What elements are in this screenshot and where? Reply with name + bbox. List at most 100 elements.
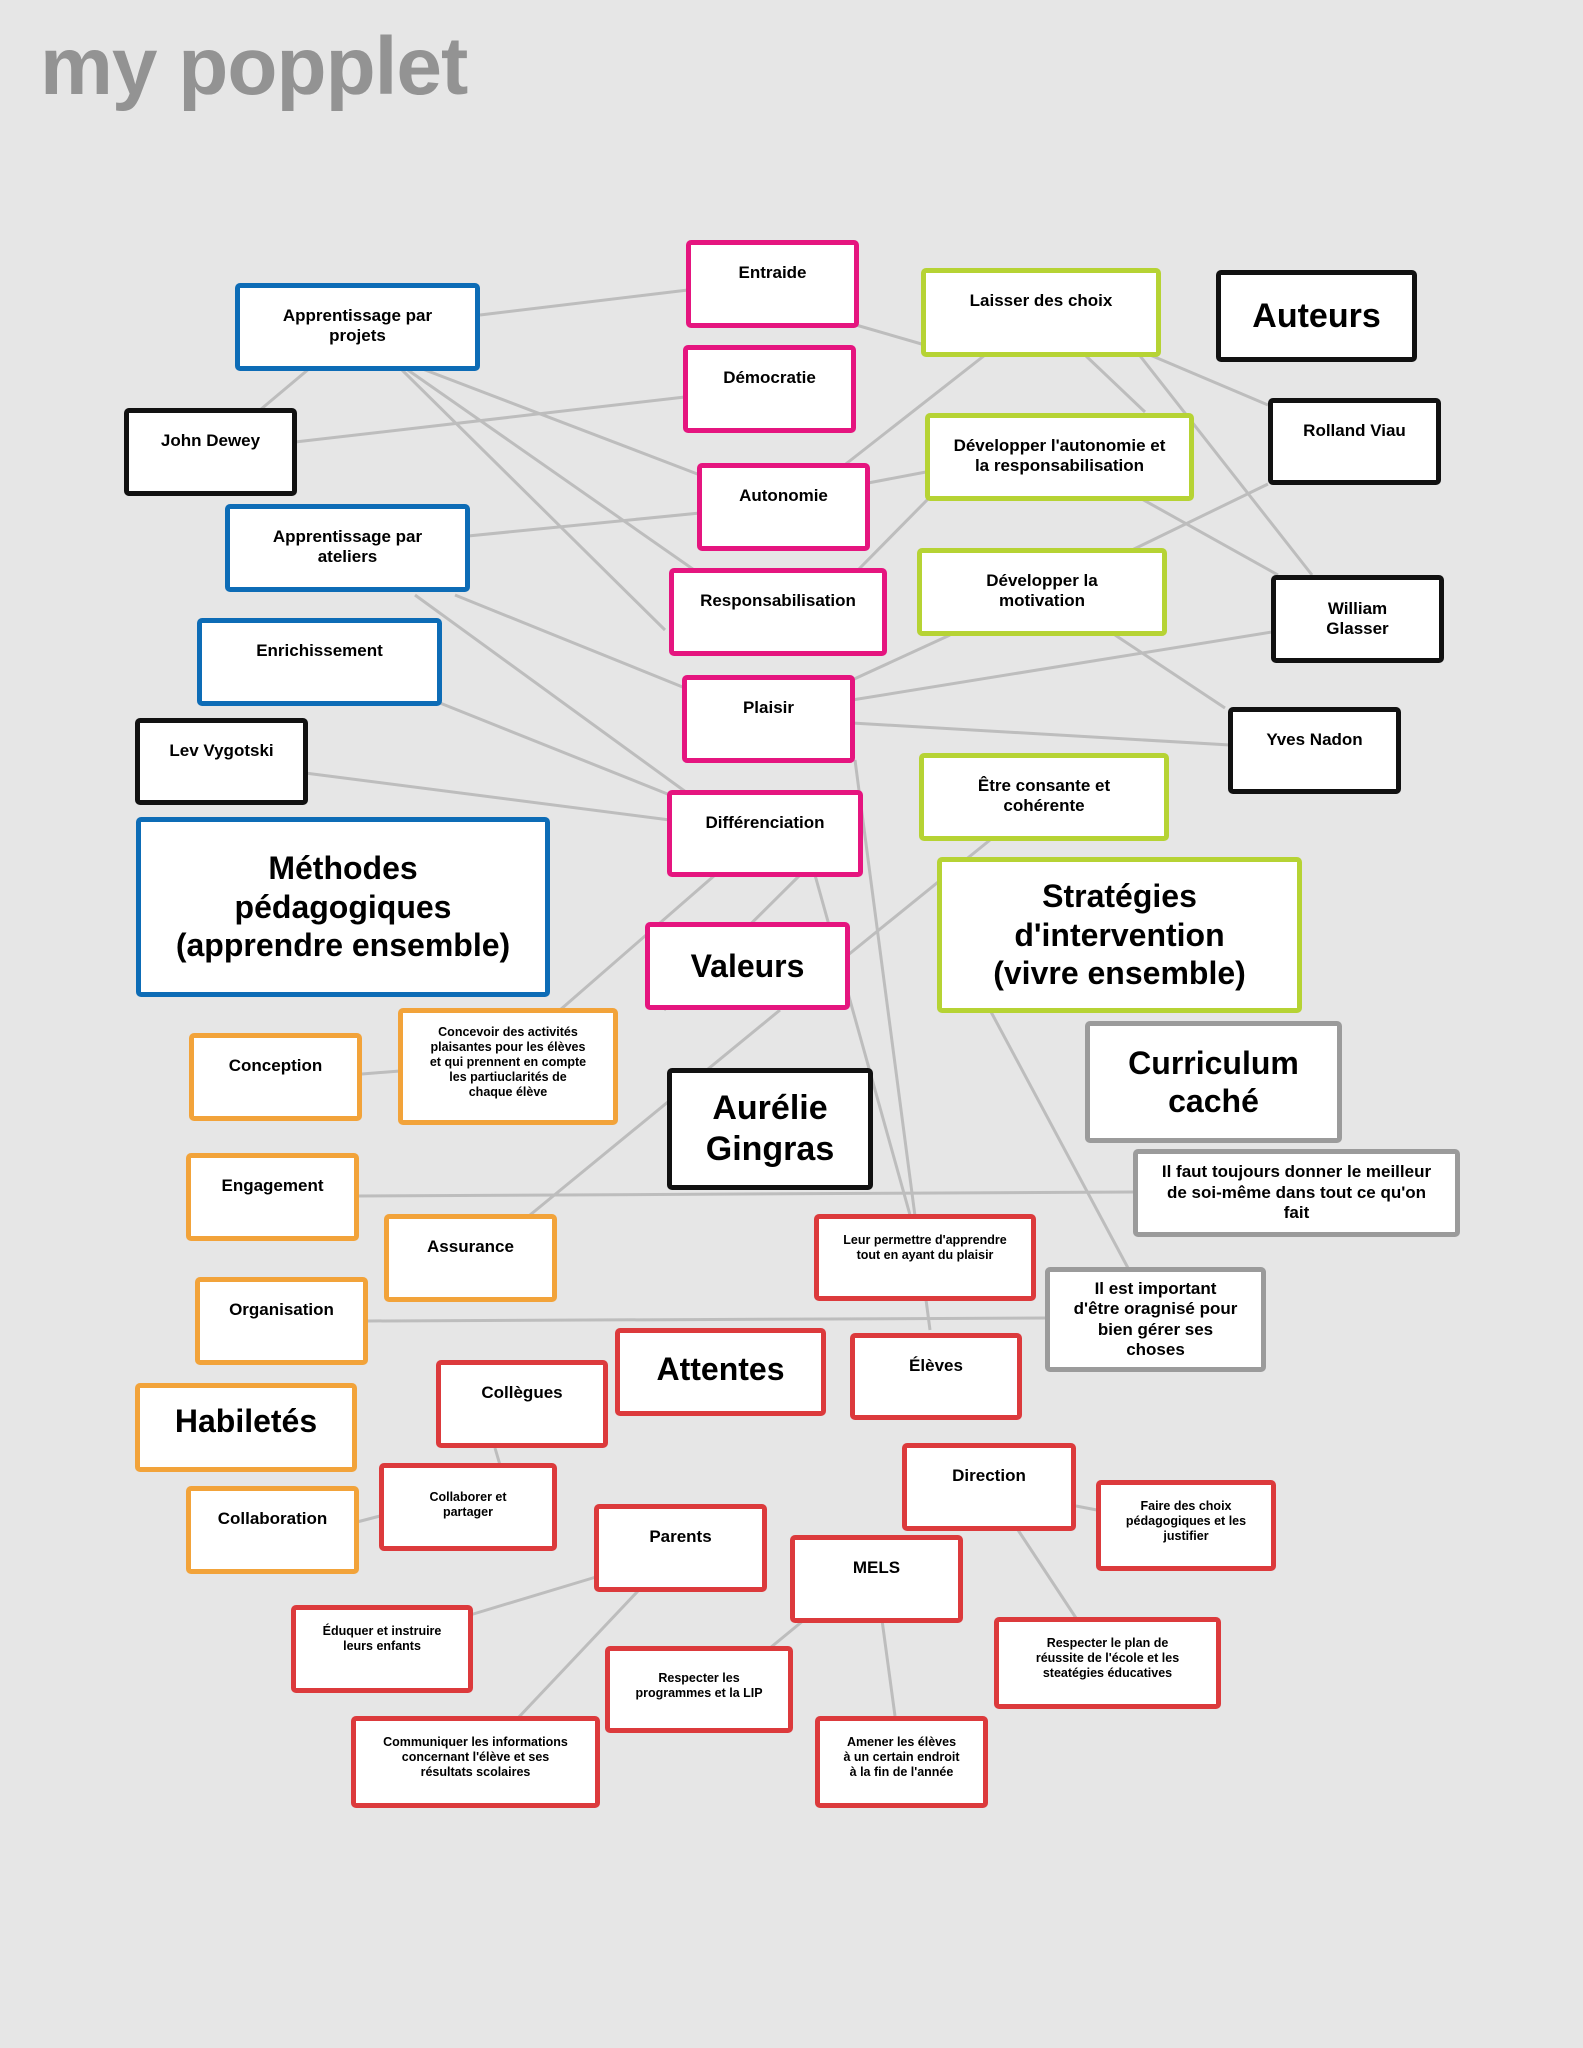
- popplet-john-dewey[interactable]: John Dewey: [124, 408, 297, 496]
- popplet-communiquer[interactable]: Communiquer les informations concernant …: [351, 1716, 600, 1808]
- popplet-label: Habiletés: [174, 1403, 318, 1439]
- connector: [259, 366, 311, 412]
- popplet-label: Parents: [649, 1527, 712, 1546]
- connector: [479, 288, 689, 317]
- popplet-important-organise[interactable]: Il est important d'être oragnisé pour bi…: [1045, 1267, 1266, 1372]
- popplet-label: Autonomie: [739, 486, 828, 505]
- popplet-label: Il est important d'être oragnisé pour bi…: [1073, 1278, 1238, 1359]
- connector: [1075, 1504, 1098, 1512]
- popplet-label: Aurélie Gingras: [705, 1089, 835, 1168]
- popplet-william-glasser[interactable]: William Glasser: [1271, 575, 1444, 663]
- connector: [398, 366, 667, 632]
- popplet-dev-motivation[interactable]: Développer la motivation: [917, 548, 1167, 636]
- popplet-enrichissement[interactable]: Enrichissement: [197, 618, 442, 706]
- popplet-engagement[interactable]: Engagement: [186, 1153, 359, 1241]
- popplet-eduquer[interactable]: Éduquer et instruire leurs enfants: [291, 1605, 473, 1693]
- connector: [516, 1589, 640, 1720]
- connector: [851, 630, 1273, 702]
- popplet-dev-autonomie[interactable]: Développer l'autonomie et la responsabil…: [925, 413, 1194, 501]
- popplet-lev-vygotski[interactable]: Lev Vygotski: [135, 718, 308, 805]
- popplet-amener-eleves[interactable]: Amener les élèves à un certain endroit à…: [815, 1716, 988, 1808]
- connector: [1016, 1529, 1078, 1619]
- popplet-label: Lev Vygotski: [169, 741, 274, 760]
- connector: [366, 1316, 1047, 1323]
- popplet-apprentissage-projets[interactable]: Apprentissage par projets: [235, 283, 480, 371]
- popplet-label: Leur permettre d'apprendre tout en ayant…: [843, 1233, 1007, 1262]
- popplet-toujours-donner[interactable]: Il faut toujours donner le meilleur de s…: [1133, 1149, 1460, 1237]
- popplet-collaboration[interactable]: Collaboration: [186, 1486, 359, 1574]
- popplet-direction[interactable]: Direction: [902, 1443, 1076, 1531]
- popplet-leur-permettre[interactable]: Leur permettre d'apprendre tout en ayant…: [814, 1214, 1036, 1301]
- popplet-mels[interactable]: MELS: [790, 1535, 963, 1623]
- connector: [294, 395, 686, 444]
- popplet-auteurs[interactable]: Auteurs: [1216, 270, 1417, 362]
- popplet-label: Apprentissage par projets: [282, 306, 433, 346]
- popplet-collaborer-partager[interactable]: Collaborer et partager: [379, 1463, 557, 1551]
- popplet-differenciation[interactable]: Différenciation: [667, 790, 863, 877]
- popplet-label: Direction: [952, 1466, 1026, 1485]
- popplet-assurance[interactable]: Assurance: [384, 1214, 557, 1302]
- popplet-curriculum[interactable]: Curriculum caché: [1085, 1021, 1342, 1143]
- popplet-valeurs[interactable]: Valeurs: [645, 922, 850, 1010]
- popplet-label: Laisser des choix: [969, 291, 1113, 310]
- connector: [856, 495, 932, 572]
- popplet-yves-nadon[interactable]: Yves Nadon: [1228, 707, 1401, 794]
- popplet-label: Valeurs: [690, 947, 805, 984]
- connector: [1139, 496, 1279, 577]
- connector: [841, 353, 986, 469]
- popplet-conception[interactable]: Conception: [189, 1033, 362, 1121]
- popplet-label: John Dewey: [160, 431, 261, 450]
- popplet-concevoir-activites[interactable]: Concevoir des activités plaisantes pour …: [398, 1008, 618, 1125]
- connector: [304, 771, 671, 822]
- popplet-label: Apprentissage par ateliers: [272, 527, 423, 567]
- popplet-attentes[interactable]: Attentes: [615, 1328, 826, 1416]
- connector: [988, 1009, 1130, 1269]
- popplet-rolland-viau[interactable]: Rolland Viau: [1268, 398, 1441, 485]
- popplet-label: Curriculum caché: [1128, 1044, 1299, 1119]
- popplet-etre-constante[interactable]: Être consante et cohérente: [919, 753, 1169, 841]
- popplet-label: Collègues: [481, 1383, 563, 1402]
- popplet-label: Yves Nadon: [1266, 730, 1363, 749]
- popplet-habiletes[interactable]: Habiletés: [135, 1383, 357, 1472]
- popplet-faire-choix[interactable]: Faire des choix pédagogiques et les just…: [1096, 1480, 1276, 1571]
- connector: [1135, 351, 1314, 576]
- popplet-democratie[interactable]: Démocratie: [683, 345, 856, 433]
- connector: [855, 323, 926, 347]
- popplet-laisser-choix[interactable]: Laisser des choix: [921, 268, 1161, 357]
- connector: [1142, 350, 1269, 407]
- popplet-parents[interactable]: Parents: [594, 1504, 767, 1592]
- connector: [414, 593, 691, 797]
- popplet-responsabilisation[interactable]: Responsabilisation: [669, 568, 887, 656]
- connector: [1114, 633, 1226, 710]
- popplet-autonomie[interactable]: Autonomie: [697, 463, 870, 551]
- popplet-eleves[interactable]: Élèves: [850, 1333, 1022, 1420]
- connector: [559, 873, 716, 1012]
- popplet-entraide[interactable]: Entraide: [686, 240, 859, 328]
- popplet-aurelie-gingras[interactable]: Aurélie Gingras: [667, 1068, 873, 1190]
- popplet-respecter-plan[interactable]: Respecter le plan de réussite de l'école…: [994, 1617, 1221, 1709]
- popplet-label: Faire des choix pédagogiques et les just…: [1125, 1499, 1247, 1543]
- popplet-label: Collaborer et partager: [429, 1490, 507, 1519]
- popplet-strategies[interactable]: Stratégies d'intervention (vivre ensembl…: [937, 857, 1302, 1013]
- popplet-label: Concevoir des activités plaisantes pour …: [429, 1025, 587, 1099]
- connector: [851, 721, 1231, 747]
- popplet-respecter-programmes[interactable]: Respecter les programmes et la LIP: [605, 1646, 793, 1733]
- popplet-label: Engagement: [221, 1176, 324, 1195]
- connector: [439, 701, 671, 797]
- connector: [769, 1618, 805, 1650]
- connector: [361, 1069, 401, 1076]
- connector: [529, 1008, 781, 1217]
- popplet-label: Enrichissement: [256, 641, 383, 660]
- popplet-label: Communiquer les informations concernant …: [383, 1735, 568, 1779]
- popplet-apprentissage-ateliers[interactable]: Apprentissage par ateliers: [225, 504, 470, 592]
- popplet-label: Conception: [228, 1055, 323, 1075]
- popplet-label: Attentes: [656, 1350, 785, 1387]
- popplet-collegues[interactable]: Collègues: [436, 1360, 608, 1448]
- connector: [356, 1514, 381, 1524]
- popplet-label: Organisation: [229, 1300, 334, 1319]
- popplet-label: Entraide: [738, 263, 807, 282]
- popplet-organisation[interactable]: Organisation: [195, 1277, 368, 1365]
- popplet-plaisir[interactable]: Plaisir: [682, 675, 855, 763]
- popplet-methodes[interactable]: Méthodes pédagogiques (apprendre ensembl…: [136, 817, 550, 997]
